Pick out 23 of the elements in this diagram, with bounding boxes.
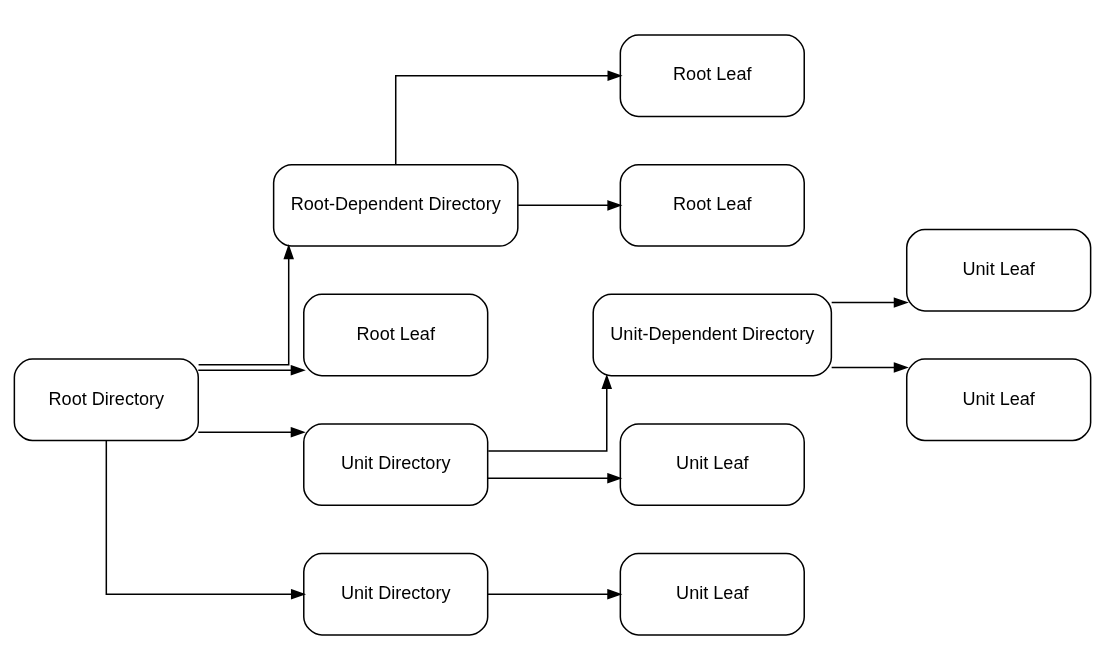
arrow <box>486 472 623 484</box>
arrow <box>197 426 306 438</box>
node-box: Unit Directory <box>303 423 489 507</box>
node-box: Root Leaf <box>619 34 805 118</box>
arrow <box>105 439 307 600</box>
arrow <box>517 200 623 211</box>
node-box: Unit Leaf <box>619 423 805 507</box>
node-box: Root Leaf <box>619 163 805 247</box>
node-box: Unit Directory <box>303 552 489 636</box>
node-box: Unit Leaf <box>619 552 805 636</box>
arrow <box>197 244 294 366</box>
arrow <box>487 373 613 452</box>
arrow <box>486 589 623 600</box>
arrow <box>394 70 623 166</box>
node-box: Root Directory <box>13 358 199 442</box>
node-box: Root-Dependent Directory <box>272 163 519 247</box>
node-box: Unit Leaf <box>906 228 1092 312</box>
arrow <box>830 297 909 308</box>
node-box: Root Leaf <box>303 293 489 377</box>
node-box: Unit-Dependent Directory <box>592 293 833 377</box>
arrow <box>830 362 909 373</box>
node-box: Unit Leaf <box>906 358 1092 442</box>
arrow <box>197 364 306 376</box>
